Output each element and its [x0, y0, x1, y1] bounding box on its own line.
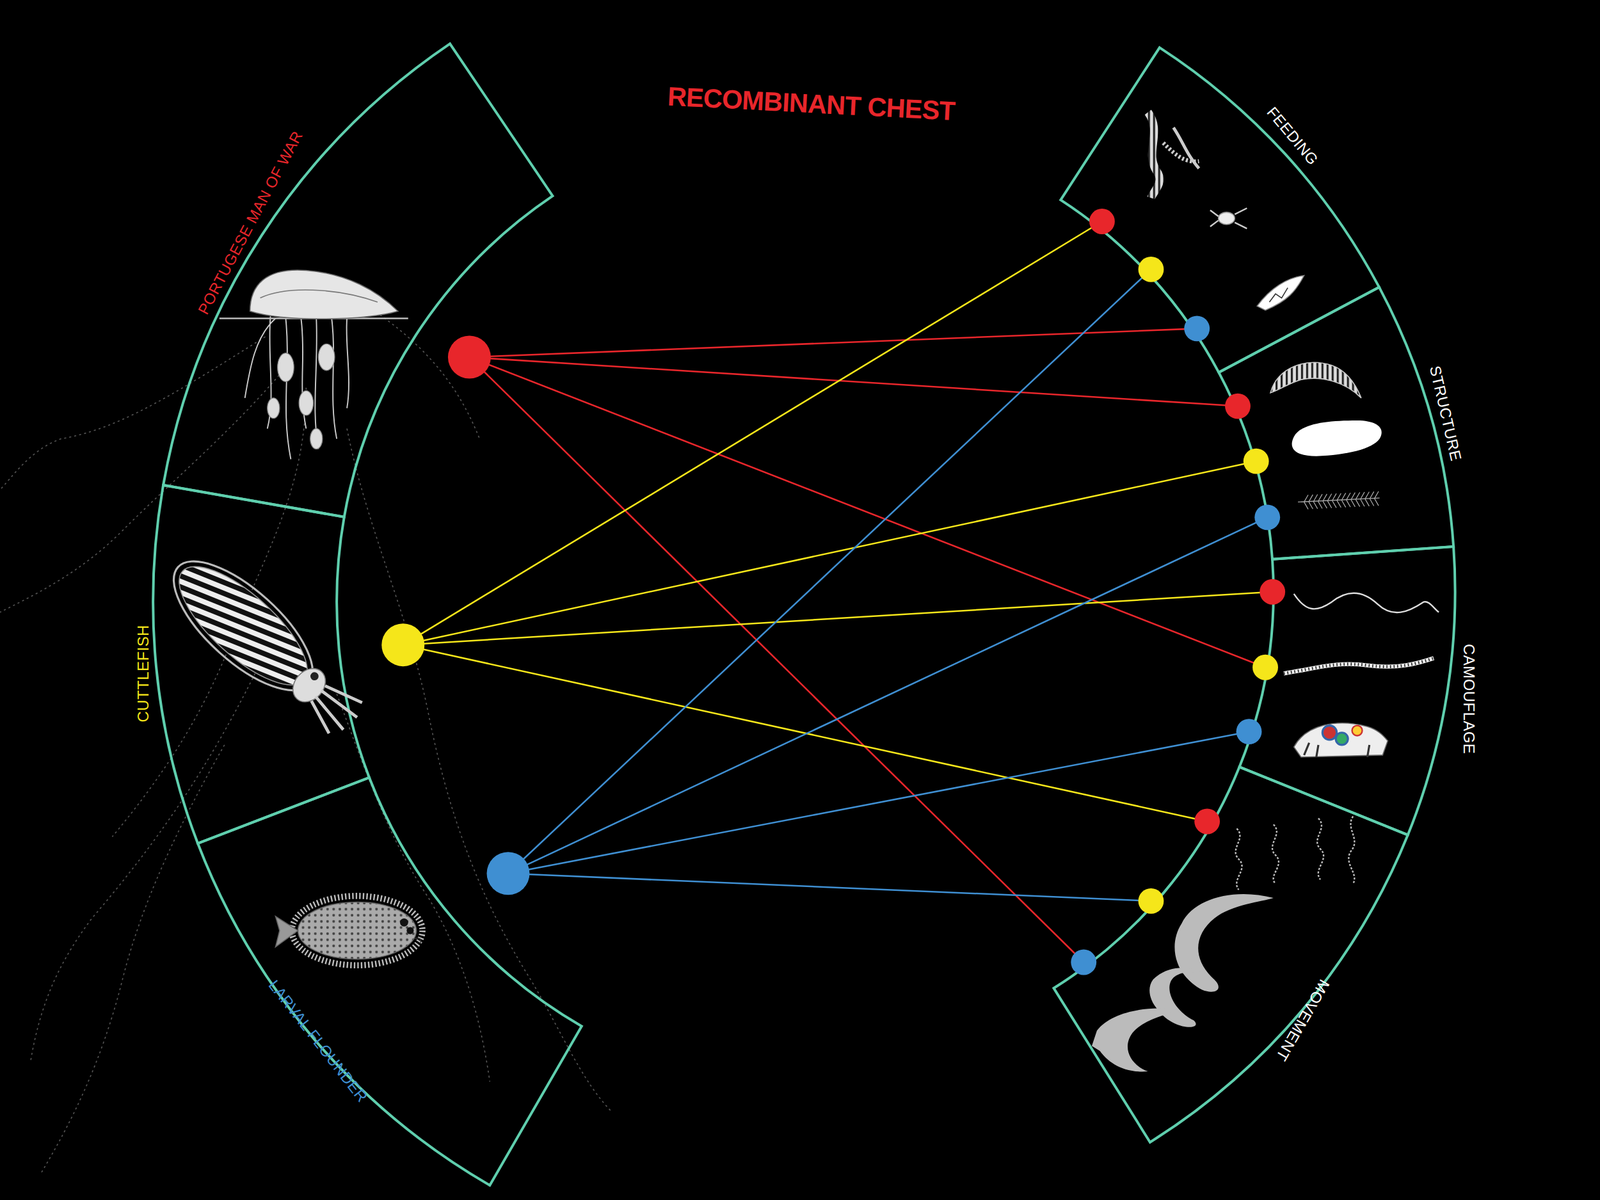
band-label: LARVAL FLOUNDER	[266, 977, 371, 1105]
connector-line	[469, 357, 1266, 668]
tentacle-trace	[0, 305, 613, 1174]
man-of-war-figure	[219, 270, 409, 459]
connection-dot	[1254, 504, 1280, 530]
connector-line	[403, 221, 1103, 646]
cuttlefish-figure	[154, 540, 376, 751]
band-segment	[1239, 546, 1456, 836]
species-dot	[448, 336, 491, 379]
band-segment	[197, 777, 582, 1186]
connector-line	[403, 461, 1257, 646]
diagram-title: RECOMBINANT CHEST	[666, 80, 956, 128]
connector-line	[508, 873, 1151, 902]
band-label-node: STRUCTURE	[1427, 364, 1465, 463]
band-label-node: CUTTLEFISH	[135, 624, 151, 722]
connection-dot	[1259, 579, 1286, 605]
band-segment	[1218, 287, 1454, 560]
connector-line	[508, 269, 1151, 874]
band-label-node: LARVAL FLOUNDER	[266, 977, 371, 1105]
band-segment	[1060, 47, 1380, 373]
band-label: CAMOUFLAGE	[1461, 643, 1478, 754]
connection-dot	[1138, 256, 1165, 283]
band-segment	[1054, 766, 1408, 1142]
connector-line	[403, 592, 1273, 646]
band-label-node: FEEDING	[1264, 103, 1322, 168]
band-label: CUTTLEFISH	[135, 624, 151, 722]
flounder-figure	[275, 896, 423, 966]
connection-dot	[1243, 448, 1270, 475]
movement-icons	[1091, 816, 1355, 1072]
feeding-icons	[1148, 112, 1305, 310]
connector-line	[469, 328, 1197, 358]
species-dot	[487, 851, 530, 895]
camouflage-icons	[1283, 593, 1439, 758]
connector-line	[469, 357, 1084, 962]
species-dot	[381, 623, 425, 667]
connector-line	[508, 517, 1268, 873]
band-segment	[163, 43, 553, 517]
connection-dot	[1089, 208, 1115, 235]
connector-line	[508, 731, 1250, 874]
connection-dot	[1138, 888, 1165, 914]
connection-dot	[1252, 654, 1279, 681]
connection-dot	[1194, 808, 1220, 835]
connector-line	[469, 357, 1238, 407]
connector-line	[403, 645, 1208, 822]
band-label-node: MOVEMENT	[1273, 977, 1333, 1064]
band-label: STRUCTURE	[1427, 364, 1465, 463]
connection-dot	[1236, 718, 1263, 745]
connection-dot	[1184, 315, 1210, 342]
structure-icons	[1270, 362, 1382, 509]
connection-dot	[1224, 393, 1251, 420]
connection-dot	[1070, 949, 1097, 976]
band-label: FEEDING	[1264, 103, 1322, 168]
band-label: MOVEMENT	[1273, 977, 1333, 1064]
band-label-node: CAMOUFLAGE	[1461, 643, 1478, 754]
band-outline	[152, 43, 1455, 1186]
